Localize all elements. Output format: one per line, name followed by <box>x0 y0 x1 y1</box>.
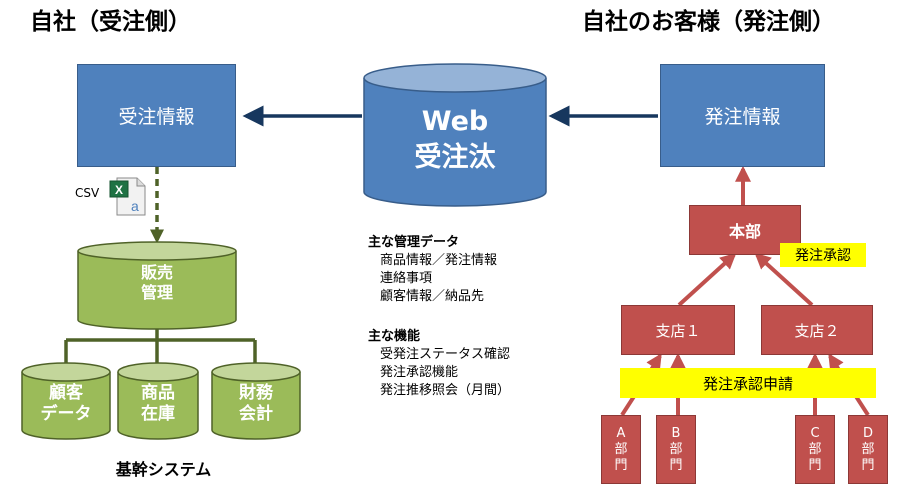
dept-c-letter: C <box>810 425 820 441</box>
managed-data-item: 顧客情報／納品先 <box>380 289 485 304</box>
dept-c-char2: 門 <box>808 457 822 473</box>
dept-b-char2: 門 <box>669 457 683 473</box>
dept-a-char1: 部 <box>614 441 628 457</box>
web-db-cylinder <box>363 63 547 207</box>
sales-mgmt-cylinder <box>77 241 237 330</box>
sales-mgmt-line1: 販売 <box>140 263 173 282</box>
sales-tree-connector <box>64 329 257 365</box>
sales-mgmt-label: 販売 管理 <box>78 263 236 303</box>
managed-data-item: 商品情報／発注情報 <box>380 253 498 268</box>
arrow-branch2-to-hq <box>754 252 814 307</box>
dept-a-char2: 門 <box>614 457 628 473</box>
left-title: 自社（受注側） <box>30 9 191 35</box>
finance-db-line2: 会計 <box>239 404 273 425</box>
customer-db-line1: 顧客 <box>49 383 83 403</box>
features-list: 主な機能 受発注ステータス確認 発注承認機能 発注推移照会（月間） <box>368 328 510 400</box>
dept-a-box: A 部 門 <box>601 415 641 484</box>
product-db-cylinder <box>117 362 199 440</box>
branch1-label: 支店１ <box>655 321 701 340</box>
finance-db-cylinder <box>211 362 301 440</box>
core-system-label: 基幹システム <box>115 460 212 479</box>
dept-b-letter: B <box>671 425 681 441</box>
finance-db-label: 財務 会計 <box>212 383 300 426</box>
csv-label: CSV <box>75 186 100 200</box>
excel-csv-file-icon: X a <box>109 175 149 217</box>
web-db-line1: Web <box>421 106 489 137</box>
order-info-label: 受注情報 <box>118 106 195 128</box>
dept-d-box: D 部 門 <box>848 415 888 484</box>
web-db-line2: 受注汰 <box>414 142 496 173</box>
dept-b-char1: 部 <box>669 441 683 457</box>
customer-db-label: 顧客 データ <box>22 383 110 426</box>
dept-b-box: B 部 門 <box>656 415 696 484</box>
dept-d-char2: 門 <box>861 457 875 473</box>
hq-box: 本部 <box>689 205 801 255</box>
features-heading: 主な機能 <box>368 329 421 344</box>
feature-item: 受発注ステータス確認 <box>380 347 511 362</box>
hq-label: 本部 <box>728 222 761 241</box>
product-db-line2: 在庫 <box>141 404 175 425</box>
managed-data-item: 連絡事項 <box>380 271 433 286</box>
customer-db-cylinder <box>21 362 111 440</box>
purchase-info-box: 発注情報 <box>660 64 825 167</box>
approval-request-banner: 発注承認申請 <box>620 368 876 398</box>
web-db-label: Web 受注汰 <box>364 104 546 176</box>
svg-text:X: X <box>115 183 123 197</box>
managed-data-list: 主な管理データ 商品情報／発注情報 連絡事項 顧客情報／納品先 <box>368 234 497 306</box>
approval-badge: 発注承認 <box>780 243 866 267</box>
dept-a-letter: A <box>616 425 626 441</box>
managed-data-heading: 主な管理データ <box>368 235 460 250</box>
order-info-box: 受注情報 <box>77 64 236 167</box>
purchase-info-label: 発注情報 <box>704 106 781 128</box>
feature-item: 発注承認機能 <box>380 365 459 380</box>
dept-d-letter: D <box>862 425 873 441</box>
dept-c-char1: 部 <box>808 441 822 457</box>
dept-c-box: C 部 門 <box>795 415 835 484</box>
right-title: 自社のお客様（発注側） <box>582 9 835 35</box>
finance-db-line1: 財務 <box>239 383 273 403</box>
arrow-branch1-to-hq <box>677 252 737 307</box>
customer-db-line2: データ <box>40 404 92 425</box>
feature-item: 発注推移照会（月間） <box>380 383 511 398</box>
branch2-label: 支店２ <box>794 321 840 340</box>
product-db-label: 商品 在庫 <box>118 383 198 426</box>
branch1-box: 支店１ <box>621 305 735 355</box>
branch2-box: 支店２ <box>761 305 873 355</box>
product-db-line1: 商品 <box>141 383 175 403</box>
svg-text:a: a <box>131 198 139 214</box>
dept-d-char1: 部 <box>861 441 875 457</box>
sales-mgmt-line2: 管理 <box>140 283 173 302</box>
